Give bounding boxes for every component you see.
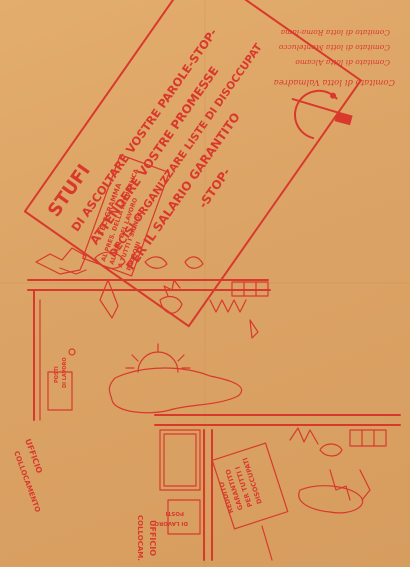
hammer-sickle-icon bbox=[291, 89, 353, 140]
lower-poster-line2: DI LAVORO bbox=[154, 520, 188, 526]
lower-scene: POSTI DI LAVORO UFFICIO COLLOCAM. REDDIT… bbox=[136, 414, 401, 561]
lower-office-label2: COLLOCAM. bbox=[136, 515, 144, 561]
lower-poster-line1: POSTI bbox=[166, 510, 184, 516]
committee-1: Comitato di lotta Valmadrea bbox=[274, 77, 395, 87]
sun-puddle bbox=[108, 343, 243, 414]
committee-2: Comitato di lotta Alcamo bbox=[295, 58, 390, 67]
upper-poster-line2: DI LAVORO bbox=[62, 357, 68, 388]
upper-poster-line1: POSTI bbox=[54, 366, 60, 383]
committee-4: Comitato di lotta Roma-lama bbox=[281, 28, 390, 37]
committee-3: Comitato di lotta Montelucco bbox=[278, 43, 390, 52]
lower-office-label1: UFFICIO bbox=[148, 520, 157, 556]
committee-signatures: Comitato di lotta Valmadrea Comitato di … bbox=[274, 28, 395, 87]
